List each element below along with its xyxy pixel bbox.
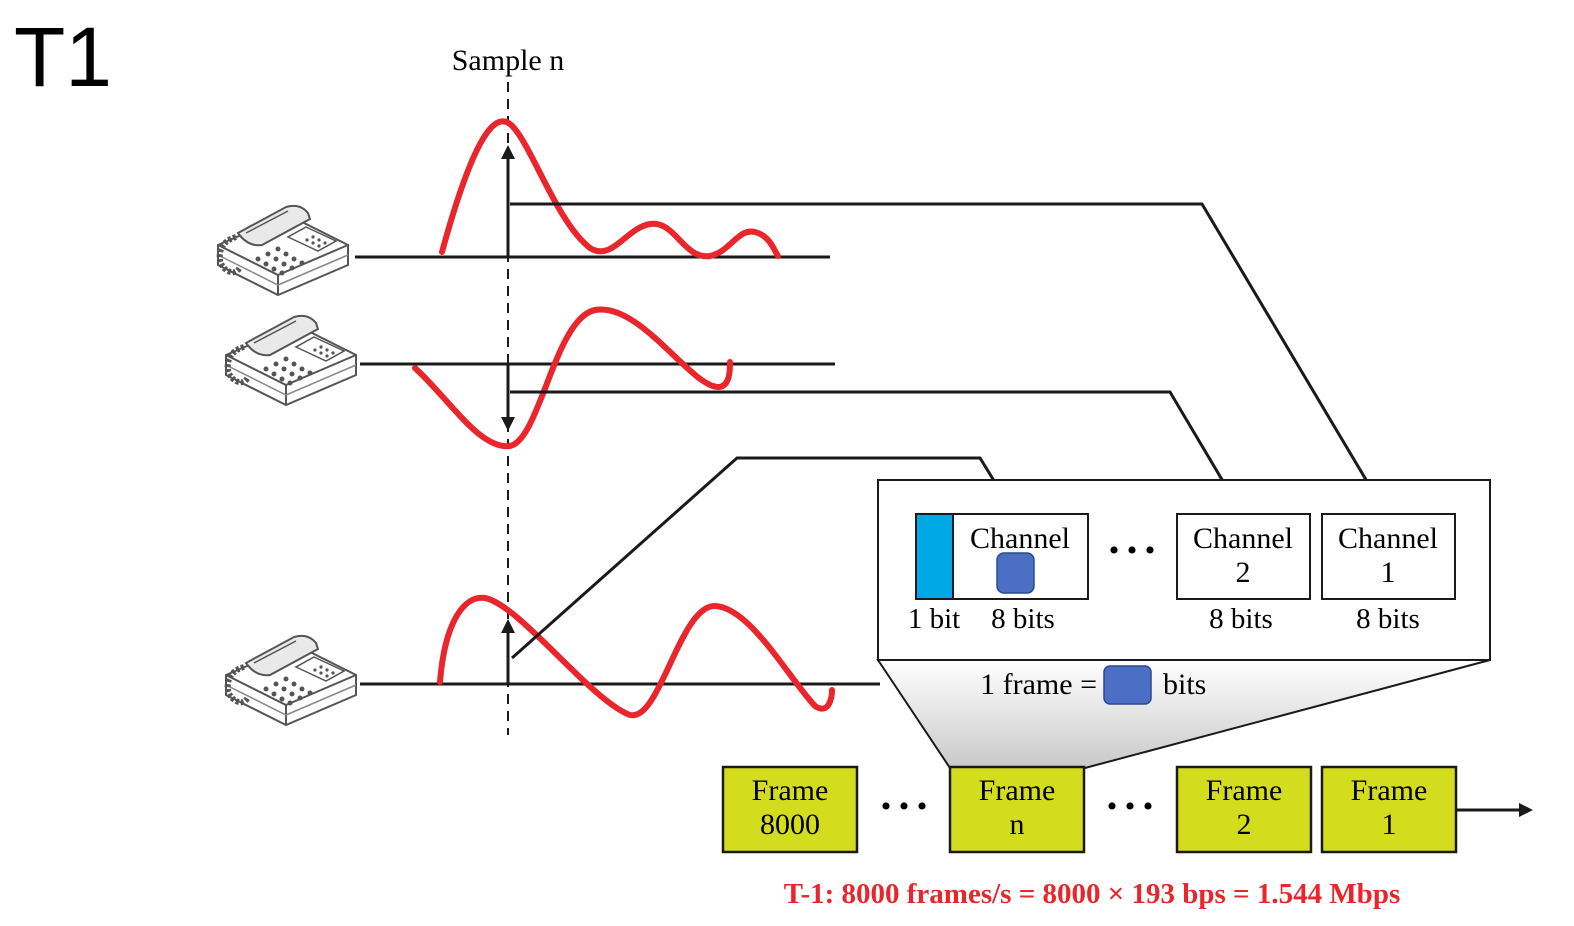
channel-n-label: Channel bbox=[970, 522, 1070, 555]
channel-number-placeholder bbox=[996, 552, 1035, 594]
framing-bit bbox=[915, 513, 954, 600]
telephone-3-icon bbox=[226, 636, 356, 725]
channel-2-size: 8 bits bbox=[1209, 603, 1273, 635]
frame-n-number: n bbox=[1010, 808, 1025, 841]
frame-8000-label: Frame bbox=[752, 774, 829, 807]
channel-2-number: 2 bbox=[1236, 556, 1251, 589]
frame-2-box bbox=[1175, 765, 1313, 854]
signal-wave-3 bbox=[437, 594, 835, 719]
signal-wave-2 bbox=[412, 306, 733, 450]
channel-1-number: 1 bbox=[1381, 556, 1396, 589]
frame-1-box bbox=[1320, 765, 1458, 854]
frame-n-box bbox=[948, 765, 1086, 854]
channel-n-size: 8 bits bbox=[991, 603, 1055, 635]
frame-1-number: 1 bbox=[1382, 808, 1397, 841]
frame-size-prefix: 1 frame = bbox=[980, 668, 1097, 701]
channel-ellipsis: • • • bbox=[1109, 534, 1156, 567]
frame-ellipsis-left: • • • bbox=[881, 790, 928, 823]
route-to-channel-1 bbox=[510, 202, 1386, 513]
channel-2-label: Channel bbox=[1193, 522, 1293, 555]
channel-1-box bbox=[1321, 513, 1456, 600]
frame-size-placeholder bbox=[1103, 665, 1152, 705]
route-to-channel-2 bbox=[510, 390, 1242, 513]
frame-n-label: Frame bbox=[979, 774, 1056, 807]
channel-1-size: 8 bits bbox=[1356, 603, 1420, 635]
t1-rate-formula: T-1: 8000 frames/s = 8000 × 193 bps = 1.… bbox=[784, 878, 1400, 910]
frame-2-number: 2 bbox=[1237, 808, 1252, 841]
frame-8000-box bbox=[721, 765, 859, 854]
frame-8000-number: 8000 bbox=[760, 808, 820, 841]
frame-ellipsis-right: • • • bbox=[1107, 790, 1154, 823]
telephone-2-icon bbox=[226, 316, 356, 405]
channel-1-label: Channel bbox=[1338, 522, 1438, 555]
sample-label: Sample n bbox=[452, 44, 565, 77]
frame-1-label: Frame bbox=[1351, 774, 1428, 807]
frame-2-label: Frame bbox=[1206, 774, 1283, 807]
signal-wave-1 bbox=[439, 118, 781, 260]
telephone-1-icon bbox=[218, 206, 348, 295]
slide-title: T1 bbox=[14, 10, 112, 104]
frame-size-suffix: bits bbox=[1163, 668, 1206, 701]
framing-bit-size: 1 bit bbox=[908, 603, 960, 635]
channel-2-box bbox=[1176, 513, 1311, 600]
